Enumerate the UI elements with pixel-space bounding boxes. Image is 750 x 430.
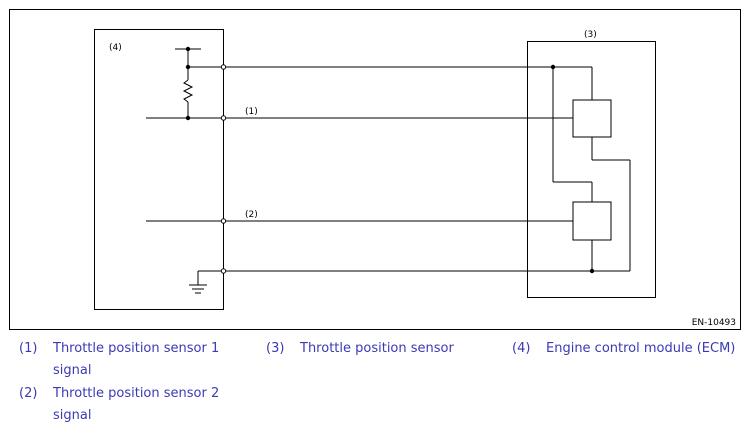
- legend-item-2: (2) Throttle position sensor 2 signal: [19, 383, 249, 427]
- wiring-diagram: (4) (3) (1) (2) EN-10493: [9, 9, 741, 330]
- legend-text-line2: signal: [53, 363, 92, 378]
- sensor-1-element: [572, 99, 612, 138]
- legend-item-3: (3) Throttle position sensor: [266, 338, 486, 360]
- legend-number: (2): [19, 386, 38, 401]
- sensor-box: [527, 41, 656, 298]
- connector-terminals: [220, 64, 227, 274]
- wires: [146, 66, 631, 285]
- callout-4: (4): [109, 43, 122, 53]
- junction-dots: [185, 64, 595, 274]
- legend-text-line1: Engine control module (ECM): [546, 341, 736, 356]
- legend-text-line1: Throttle position sensor 1: [53, 341, 220, 356]
- ecm-box: [94, 29, 224, 310]
- diagram-frame: [9, 9, 741, 330]
- legend-number: (4): [512, 341, 531, 356]
- pullup-resistor-icon: [182, 79, 194, 103]
- figure-code: EN-10493: [692, 318, 736, 328]
- power-supply: [175, 48, 201, 118]
- legend-text-line1: Throttle position sensor 2: [53, 386, 220, 401]
- legend-number: (3): [266, 341, 285, 356]
- legend-item-4: (4) Engine control module (ECM): [512, 338, 748, 360]
- legend-item-1: (1) Throttle position sensor 1 signal: [19, 338, 249, 382]
- callout-3: (3): [584, 30, 597, 40]
- sensor-2-element: [572, 201, 612, 241]
- legend-number: (1): [19, 341, 38, 356]
- ground-icon: [189, 284, 207, 294]
- callout-2: (2): [245, 210, 258, 220]
- callout-1: (1): [245, 107, 258, 117]
- legend-text-line1: Throttle position sensor: [300, 341, 454, 356]
- legend-text-line2: signal: [53, 408, 92, 423]
